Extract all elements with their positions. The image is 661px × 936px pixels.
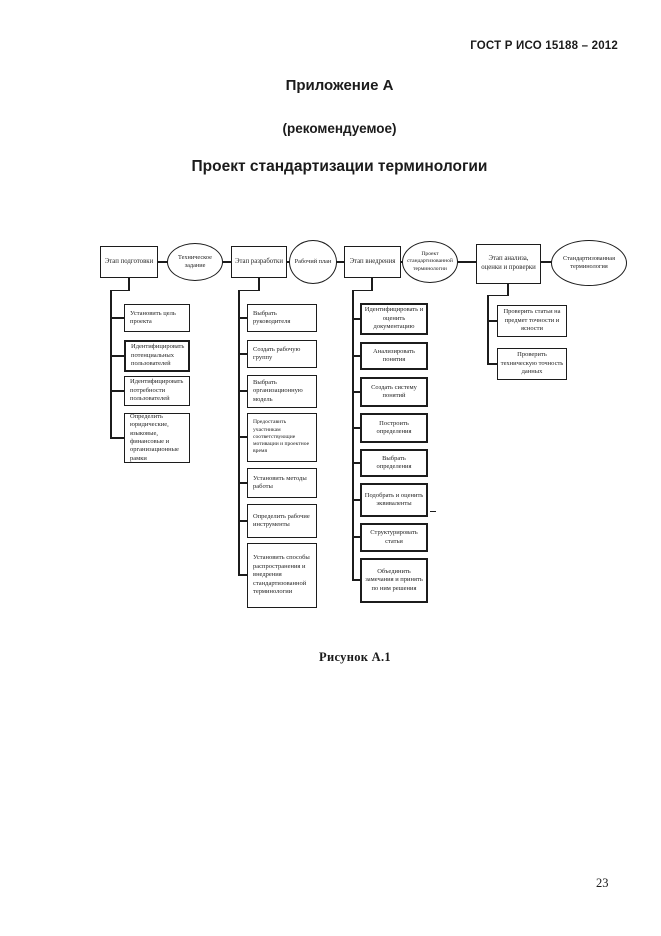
page-title: Проект стандартизации терминологии [191, 158, 488, 175]
stage-box-implementation: Этап внедрения [344, 246, 401, 278]
connector-line [352, 427, 360, 429]
connector-line [352, 391, 360, 393]
task-box: Построить определения [360, 413, 428, 443]
connector-line [352, 536, 360, 538]
connector-line [352, 355, 360, 357]
connector-line [238, 436, 247, 438]
connector-line [507, 283, 509, 296]
connector-line [238, 574, 247, 576]
connector-line [110, 355, 124, 357]
connector-line [238, 317, 247, 319]
connector-line [238, 289, 259, 291]
milestone-ellipse-work-plan: Рабочий план [289, 240, 337, 284]
page-number: 23 [596, 876, 609, 890]
connector-line [352, 289, 354, 581]
connector-line [238, 353, 247, 355]
stage-box-preparation: Этап подготовки [100, 246, 158, 278]
connector-line [238, 289, 240, 576]
connector-line [110, 437, 124, 439]
task-box: Идентифицировать потенциальных пользоват… [124, 340, 190, 372]
task-box: Идентифицировать потребности пользовател… [124, 376, 190, 406]
scan-artifact-dash [430, 511, 436, 513]
task-box: Определить юридические, языковые, финанс… [124, 413, 190, 463]
stage-box-review: Этап анализа, оценки и проверки [476, 244, 541, 284]
milestone-ellipse-technical-task: Техническое задание [167, 243, 223, 281]
task-box: Выбрать руководителя [247, 304, 317, 332]
connector-line [352, 289, 372, 291]
connector-line [238, 390, 247, 392]
connector-line [487, 294, 508, 296]
connector-line [487, 363, 497, 365]
connector-line [352, 579, 360, 581]
task-box: Предоставить участникам соответствующие … [247, 413, 317, 462]
connector-line [110, 390, 124, 392]
connector-line [238, 520, 247, 522]
connector-line [352, 462, 360, 464]
task-box: Выбрать определения [360, 449, 428, 477]
task-box: Проверить техническую точность данных [497, 348, 567, 380]
task-box: Подобрать и оценить эквиваленты [360, 483, 428, 517]
milestone-ellipse-draft-terminology: Проект стандартизованной терминологии [402, 241, 458, 283]
task-box: Анализировать понятия [360, 342, 428, 370]
figure-caption: Рисунок А.1 [319, 650, 391, 664]
connector-line [352, 499, 360, 501]
task-box: Объединить замечания и принять по ним ре… [360, 558, 428, 603]
task-box: Проверить статьи на предмет точности и я… [497, 305, 567, 337]
connector-line [487, 320, 497, 322]
connector-line [110, 317, 124, 319]
stage-box-development: Этап разработки [231, 246, 287, 278]
appendix-note: (рекомендуемое) [282, 121, 397, 136]
task-box: Создать систему понятий [360, 377, 428, 407]
connector-line [258, 277, 260, 291]
task-box: Выбрать организационную модель [247, 375, 317, 408]
connector-line [352, 318, 360, 320]
task-box: Создать рабочую группу [247, 340, 317, 368]
milestone-ellipse-standardized-terminology: Стандартизованная терминология [551, 240, 627, 286]
connector-line [371, 277, 373, 291]
task-box: Установить цель проекта [124, 304, 190, 332]
connector-line [128, 277, 130, 291]
connector-line [110, 289, 112, 439]
appendix-label: Приложение А [285, 77, 394, 94]
task-box: Структурировать статьи [360, 523, 428, 552]
task-box: Установить способы распространения и вне… [247, 543, 317, 608]
doc-number: ГОСТ Р ИСО 15188 – 2012 [470, 40, 618, 52]
task-box: Определить рабочие инструменты [247, 504, 317, 538]
task-box: Идентифицировать и оценить документацию [360, 303, 428, 335]
connector-line [238, 482, 247, 484]
connector-line [487, 294, 489, 365]
connector-line [110, 289, 129, 291]
task-box: Установить методы работы [247, 468, 317, 498]
